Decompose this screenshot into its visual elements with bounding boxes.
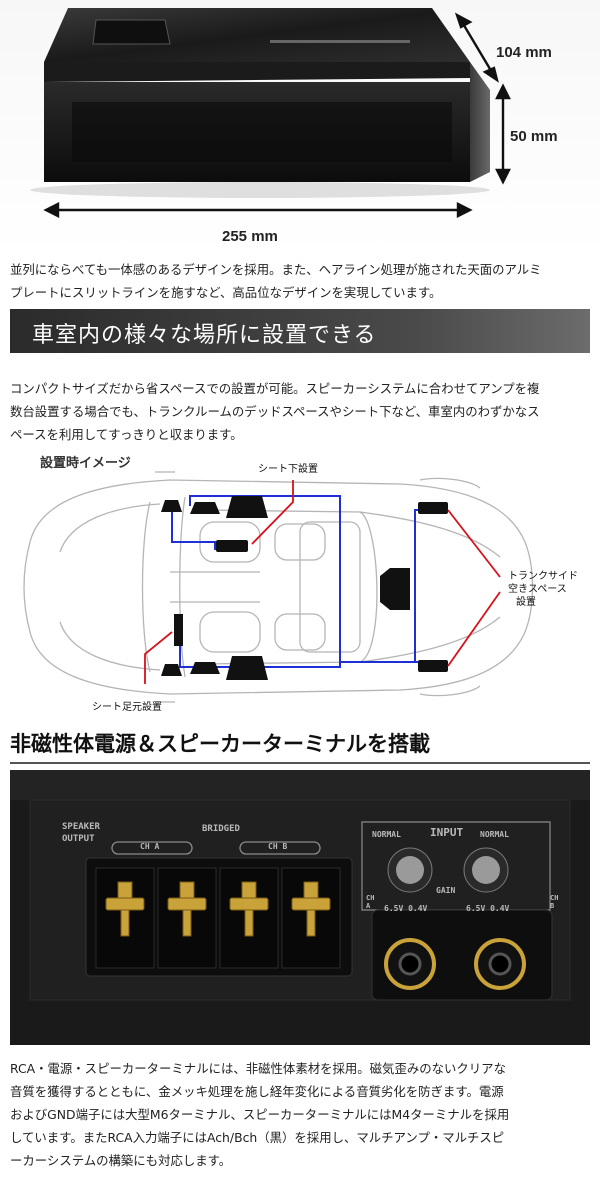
paragraph-line: 並列にならべても一体感のあるデザインを採用。また、ヘアライン処理が施された天面の…	[10, 262, 542, 277]
label-side-ch-b: CH B	[550, 894, 559, 910]
section-heading-terminals: 非磁性体電源＆スピーカーターミナルを搭載	[10, 732, 430, 756]
heading-divider	[10, 762, 590, 764]
paragraph-line: 数台設置する場合でも、トランクルームのデッドスペースやシート下など、車室内のわず…	[10, 404, 540, 419]
terminal-panel-illustration	[10, 770, 590, 1045]
label-gain: GAIN	[436, 886, 456, 895]
diagram-title: 設置時イメージ	[40, 456, 131, 471]
paragraph-line: コンパクトサイズだから省スペースでの設置が可能。スピーカーシステムに合わせてアン…	[10, 381, 540, 396]
label-speaker: SPEAKER	[62, 822, 100, 832]
installation-paragraph: コンパクトサイズだから省スペースでの設置が可能。スピーカーシステムに合わせてアン…	[10, 377, 595, 446]
label-input: INPUT	[430, 826, 464, 839]
section-heading-text: 車室内の様々な場所に設置できる	[32, 323, 377, 348]
paragraph-line: およびGND端子には大型M6ターミナル、スピーカーターミナルにはM4ターミナルを…	[10, 1107, 510, 1122]
width-dimension-label: 255 mm	[222, 228, 278, 245]
section-heading-installation: 車室内の様々な場所に設置できる	[10, 309, 590, 353]
callout-line: トランクサイド	[508, 571, 578, 582]
callout-trunk-side: トランクサイド 空きスペース 設置	[508, 570, 578, 609]
label-ch-a: CH A	[140, 842, 160, 851]
paragraph-line: しています。またRCA入力端子にはAch/Bch（黒）を採用し、マルチアンプ・マ…	[10, 1130, 505, 1145]
callout-footwell: シート足元設置	[92, 702, 162, 713]
depth-dimension-label: 104 mm	[496, 44, 552, 61]
paragraph-line: 音質を獲得するとともに、金メッキ処理を施し経年変化による音質劣化を防ぎます。電源	[10, 1084, 504, 1099]
callout-under-seat: シート下設置	[258, 464, 318, 475]
label-normal-left: NORMAL	[372, 830, 401, 839]
paragraph-line: RCA・電源・スピーカーターミナルには、非磁性体素材を採用。磁気歪みのないクリア…	[10, 1061, 506, 1076]
label-normal-right: NORMAL	[480, 830, 509, 839]
height-dimension-label: 50 mm	[510, 128, 558, 145]
paragraph-line: ーカーシステムの構築にも対応します。	[10, 1153, 232, 1168]
label-gain-scale-right: 6.5V 0.4V	[466, 904, 510, 913]
design-paragraph: 並列にならべても一体感のあるデザインを採用。また、ヘアライン処理が施された天面の…	[10, 258, 595, 304]
paragraph-line: ペースを利用してすっきりと収まります。	[10, 427, 243, 442]
car-installation-diagram: シート下設置 トランクサイド 空きスペース 設置 シート足元設置	[0, 462, 600, 713]
label-gain-scale-left: 6.5V 0.4V	[384, 904, 428, 913]
callout-line: 空きスペース	[508, 584, 567, 595]
label-output: OUTPUT	[62, 834, 95, 844]
paragraph-line: プレートにスリットラインを施すなど、高品位なデザインを実現しています。	[10, 285, 442, 300]
callout-line: 設置	[516, 597, 536, 608]
amplifier-illustration	[30, 8, 511, 218]
label-bridged: BRIDGED	[202, 824, 240, 834]
label-side-ch-a: CH A	[366, 894, 375, 910]
car-top-view-illustration	[23, 471, 534, 703]
terminal-paragraph: RCA・電源・スピーカーターミナルには、非磁性体素材を採用。磁気歪みのないクリア…	[10, 1057, 595, 1172]
amplifier-product-figure: 104 mm 50 mm 255 mm	[0, 0, 600, 255]
terminal-panel-photo: SPEAKER OUTPUT BRIDGED CH A CH B INPUT N…	[10, 770, 590, 1045]
label-ch-b: CH B	[268, 842, 288, 851]
